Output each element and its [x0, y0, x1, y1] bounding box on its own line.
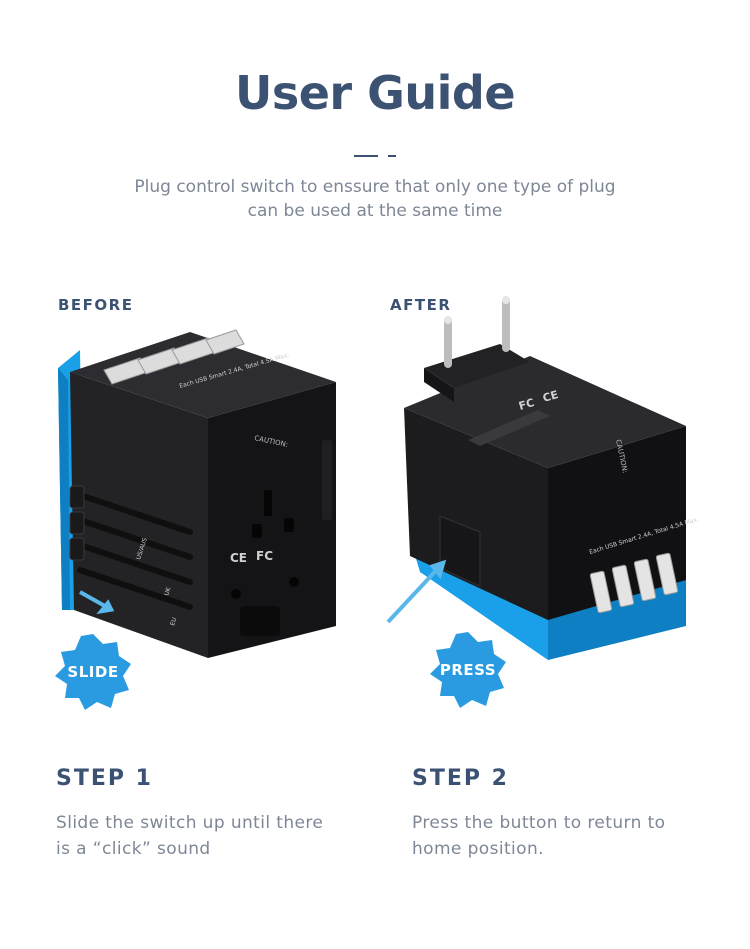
slide-badge: SLIDE — [53, 632, 133, 712]
press-badge-label: PRESS — [439, 661, 497, 679]
slide-badge-label: SLIDE — [67, 663, 119, 681]
subtitle-line-1: Plug control switch to enssure that only… — [134, 177, 616, 197]
slide-arrow-icon — [79, 590, 115, 615]
step-1-description-line-2: is a “click” sound — [56, 839, 211, 859]
eu-plug-pins — [444, 296, 510, 368]
device-ce-mark: CE — [230, 551, 247, 565]
page-subtitle: Plug control switch to enssure that only… — [0, 175, 750, 223]
step-2-description: Press the button to return to home posit… — [412, 810, 712, 862]
device-fc-mark: FC — [517, 396, 536, 413]
step-2-title: STEP 2 — [412, 766, 509, 791]
adapter-after-illustration: CAUTION: Each USB Smart 2.4A, Total 4.5A… — [386, 296, 700, 660]
device-ce-mark: CE — [541, 388, 560, 405]
adapter-after-image: CAUTION: Each USB Smart 2.4A, Total 4.5A… — [380, 290, 710, 670]
step-1-title: STEP 1 — [56, 766, 153, 791]
adapter-before-image: CAUTION: Each USB Smart 2.4A, Total 4.5A… — [40, 310, 360, 670]
before-label: BEFORE — [58, 296, 134, 314]
step-1-description: Slide the switch up until there is a “cl… — [56, 810, 356, 862]
page-title: User Guide — [234, 66, 516, 120]
divider-segment-long — [354, 155, 378, 157]
step-2-description-line-1: Press the button to return to — [412, 813, 666, 833]
device-region-uk: UK — [163, 586, 173, 597]
badge-shape-icon — [430, 632, 506, 708]
device-fc-mark: FC — [256, 549, 273, 563]
title-divider — [354, 155, 398, 157]
divider-segment-short — [388, 155, 396, 157]
step-1-description-line-1: Slide the switch up until there — [56, 813, 324, 833]
device-region-eu: EU — [169, 617, 178, 627]
subtitle-line-2: can be used at the same time — [247, 201, 503, 221]
adapter-before-illustration: CAUTION: Each USB Smart 2.4A, Total 4.5A… — [58, 329, 336, 658]
badge-shape-icon — [55, 634, 131, 710]
after-label: AFTER — [390, 296, 452, 314]
press-arrow-icon — [386, 559, 447, 624]
step-2-description-line-2: home position. — [412, 839, 544, 859]
press-badge: PRESS — [428, 630, 508, 710]
